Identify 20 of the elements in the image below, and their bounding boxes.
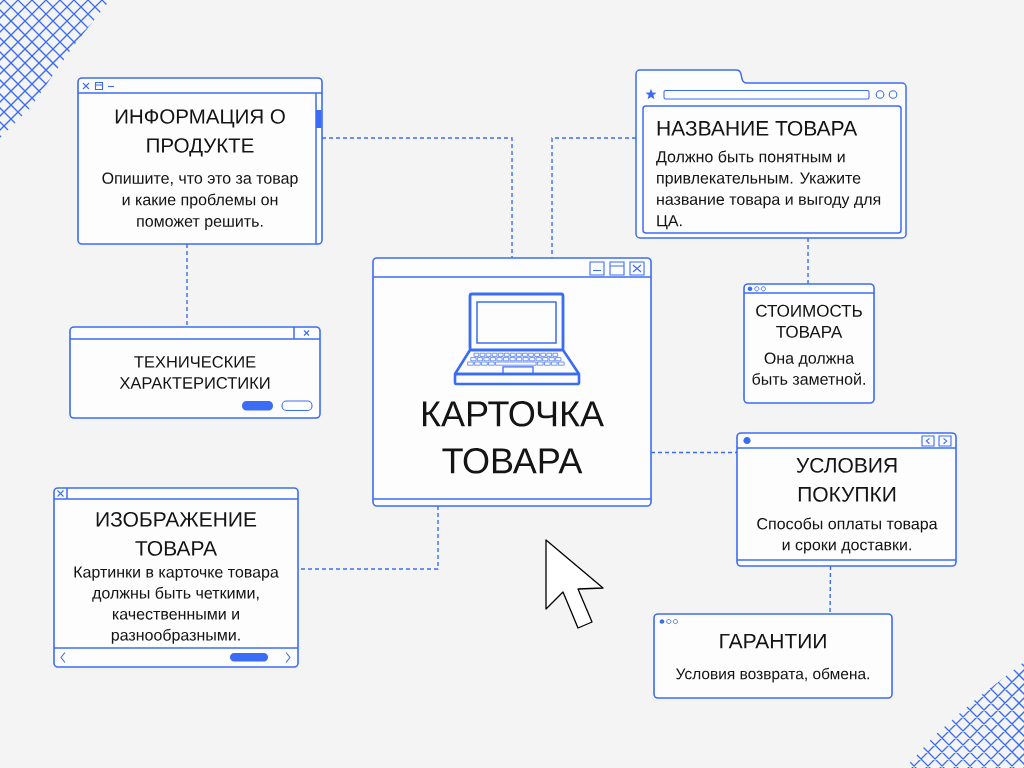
connector-line xyxy=(551,137,637,259)
connector-line xyxy=(186,243,188,328)
heading: ИЗОБРАЖЕНИЕ ТОВАРА xyxy=(96,511,257,556)
description-text: Она должна быть заметной. xyxy=(752,352,865,385)
description-text: Должно быть понятным и привлекательным. Укажите название товара и выгоду для ЦА. xyxy=(656,150,881,230)
title-text: КАРТОЧКА ТОВАРА xyxy=(423,401,604,474)
heading: НАЗВАНИЕ ТОВАРА xyxy=(657,120,858,136)
heading: ГАРАНТИИ xyxy=(720,633,826,649)
description-text: Опишите, что это за товар и какие проблемы он поможет решить. xyxy=(102,172,298,230)
description-text: Условия возврата, обмена. xyxy=(676,667,869,683)
connector-line xyxy=(650,451,738,454)
heading: ИНФОРМАЦИЯ О ПРОДУКТЕ xyxy=(115,109,285,157)
connector-line xyxy=(321,137,513,259)
connector-line xyxy=(829,565,832,615)
description-text: Картинки в карточке товара должны быть четкими, качественными и разнообразными. xyxy=(74,566,279,644)
description-text: Способы оплаты товара и сроки доставки. xyxy=(757,517,938,554)
connector-line xyxy=(807,237,809,285)
heading: СТОИМОСТЬ ТОВАРА xyxy=(756,304,862,338)
title-text: ТЕХНИЧЕСКИЕ ХАРАКТЕРИСТИКИ xyxy=(119,356,270,389)
heading: УСЛОВИЯ ПОКУПКИ xyxy=(796,457,897,502)
